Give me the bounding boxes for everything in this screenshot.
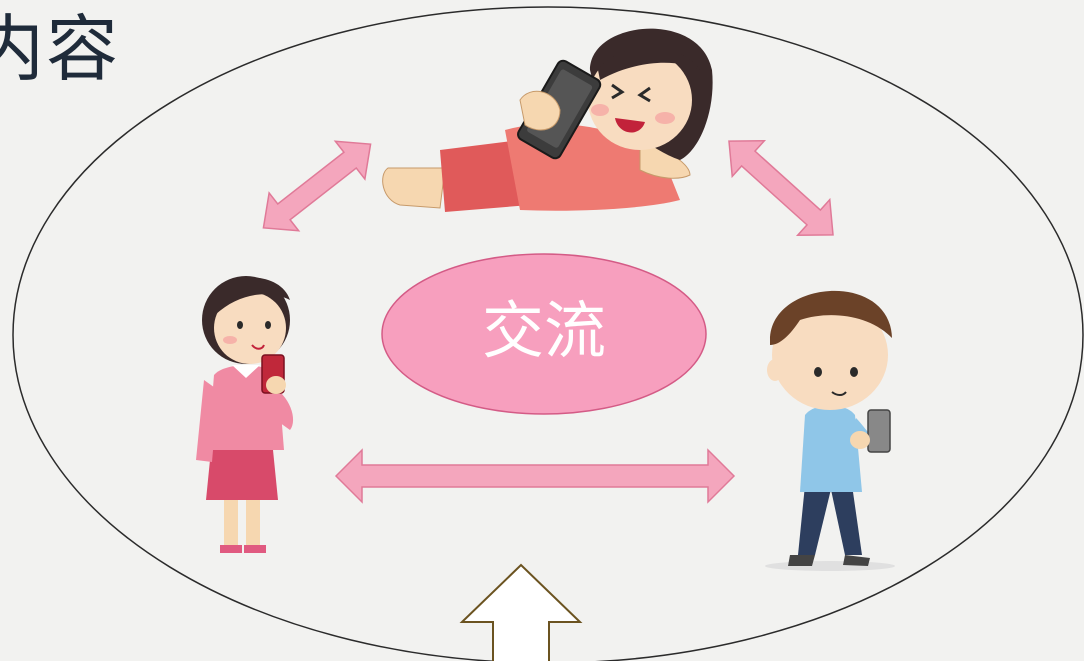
woman-lying-illustration <box>382 28 713 212</box>
up-arrow <box>459 563 583 661</box>
slide-title: 内容 <box>0 7 121 91</box>
center-oval <box>381 253 707 415</box>
woman-standing-illustration <box>196 276 294 553</box>
arrow-bottom <box>334 448 736 504</box>
man-walking-illustration <box>765 290 895 571</box>
community-ellipse <box>12 6 1084 661</box>
arrow-top-right <box>728 139 834 237</box>
arrow-top-left <box>262 140 372 232</box>
center-label: 交流 <box>482 294 606 367</box>
